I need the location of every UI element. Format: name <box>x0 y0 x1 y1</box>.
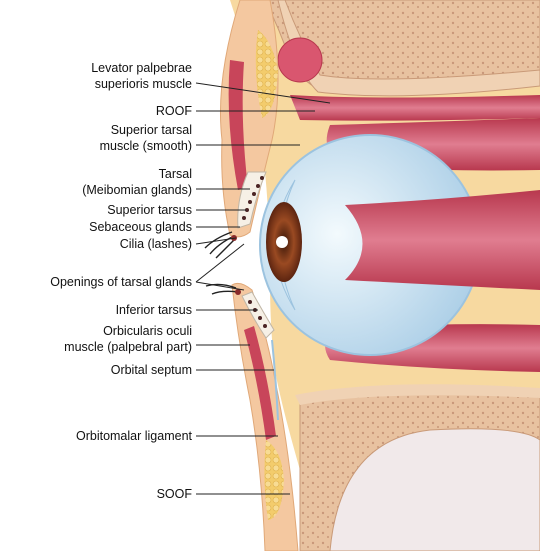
label-sebaceous-glands: Sebaceous glands <box>89 220 192 234</box>
label-orbitomalar-ligament: Orbitomalar ligament <box>75 429 192 443</box>
label-openings-tarsal-glands: Openings of tarsal glands <box>50 275 192 289</box>
meibomian-glands-upper <box>242 176 264 220</box>
meibomian-glands-lower <box>248 300 267 328</box>
lower-orbicularis-muscle <box>244 326 276 440</box>
floor-cortical-bone <box>295 384 540 405</box>
pupil-highlight <box>276 236 288 248</box>
orbital-septum-line <box>271 339 279 421</box>
lateral-rectus-muscle <box>345 190 540 290</box>
label-tarsal-meibomian-glands: Tarsal(Meibomian glands) <box>82 167 192 197</box>
label-roof: ROOF <box>155 104 192 118</box>
label-cilia: Cilia (lashes) <box>119 237 192 251</box>
sebaceous-gland-lower <box>235 289 241 295</box>
levator-muscle <box>290 95 540 121</box>
maxillary-sinus <box>329 428 540 551</box>
leader-lines <box>195 82 331 495</box>
label-inferior-tarsus: Inferior tarsus <box>115 303 192 317</box>
label-orbital-septum: Orbital septum <box>110 363 192 377</box>
upper-orbicularis-muscle <box>228 60 248 190</box>
frontal-sinus <box>277 37 323 83</box>
preaponeurotic-fat <box>255 30 278 118</box>
label-superior-tarsus: Superior tarsus <box>107 203 192 217</box>
label-soof: SOOF <box>156 487 192 501</box>
soof-fat <box>264 440 284 520</box>
